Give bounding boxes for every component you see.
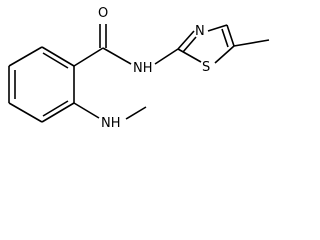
bond xyxy=(125,106,147,120)
bond xyxy=(177,30,195,50)
bond xyxy=(8,102,43,123)
bond xyxy=(8,46,43,67)
bond xyxy=(177,48,202,63)
bond-lines xyxy=(8,24,270,123)
molecule-structure: O NH N S NH xyxy=(8,6,270,131)
bond xyxy=(102,47,132,65)
atom-labels: O NH N S NH xyxy=(98,6,210,131)
bond xyxy=(73,102,100,119)
atom-label-amine-nh: NH xyxy=(101,116,121,131)
atom-label-amide-nh: NH xyxy=(133,61,153,76)
bond xyxy=(41,46,75,67)
bond xyxy=(233,39,270,47)
bond xyxy=(226,24,235,47)
bond xyxy=(214,45,235,64)
bond xyxy=(154,48,179,65)
atom-label-thiazole-sulfur: S xyxy=(202,60,210,75)
atom-label-oxygen: O xyxy=(98,6,108,21)
bond xyxy=(42,52,69,69)
bond xyxy=(182,36,197,53)
bond xyxy=(41,102,75,123)
bond xyxy=(207,24,228,32)
bond xyxy=(42,100,69,117)
bond xyxy=(73,47,104,67)
bond xyxy=(221,28,229,48)
atom-label-thiazole-nitrogen: N xyxy=(195,24,205,39)
